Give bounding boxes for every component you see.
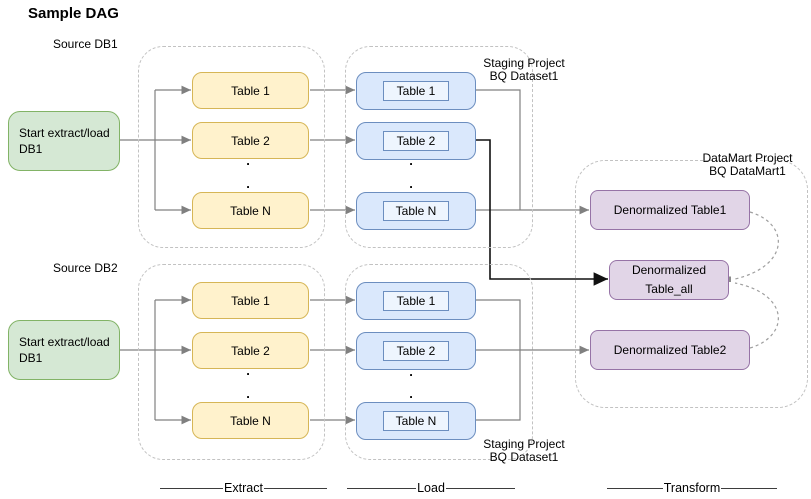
- denormalized-table1-node: Denormalized Table1: [590, 190, 750, 230]
- diagram-title: Sample DAG: [28, 5, 119, 22]
- extract-db2-table-1: Table 1: [192, 282, 309, 319]
- load-db2-table-1: Table 1: [356, 282, 476, 320]
- load-db1-table-1: Table 1: [356, 72, 476, 110]
- table-label: Table 1: [396, 294, 436, 308]
- extract-db2-table-2: Table 2: [192, 332, 309, 369]
- table-label: Table 2: [396, 344, 436, 358]
- stage-label: Transform: [663, 481, 721, 495]
- stage-rule: [160, 487, 224, 489]
- stage-rule: [445, 487, 515, 489]
- start-node-db1: Start extract/load DB1: [8, 111, 120, 171]
- load-db2-table-2: Table 2: [356, 332, 476, 370]
- load-db2-table-n: Table N: [356, 402, 476, 440]
- extract-db2-table-n: Table N: [192, 402, 309, 439]
- stage-label: Extract: [224, 481, 263, 495]
- stage-transform: Transform: [607, 481, 777, 495]
- ellipsis-dot: .: [246, 153, 250, 168]
- staging-label-top: Staging Project BQ Dataset1: [483, 56, 565, 83]
- table-frame: Table 1: [383, 291, 449, 311]
- table-label: Table 1: [396, 84, 436, 98]
- load-db2-group: [345, 264, 533, 460]
- transform-group: [575, 160, 808, 408]
- load-db1-group: [345, 46, 533, 248]
- ellipsis-dot: .: [409, 386, 413, 401]
- table-frame: Table 2: [383, 341, 449, 361]
- table-label: Table 2: [396, 134, 436, 148]
- stage-rule: [263, 487, 327, 489]
- ellipsis-dot: .: [246, 386, 250, 401]
- stage-load: Load: [347, 481, 515, 495]
- stage-rule: [721, 487, 777, 489]
- table-label: Table N: [395, 414, 437, 428]
- denormalized-table-all-node: Denormalized Table_all: [609, 260, 729, 300]
- stage-extract: Extract: [160, 481, 327, 495]
- denormalized-table2-node: Denormalized Table2: [590, 330, 750, 370]
- table-frame: Table 1: [383, 81, 449, 101]
- ellipsis-dot: .: [246, 176, 250, 191]
- table-frame: Table N: [383, 411, 449, 431]
- datamart-label: DataMart Project BQ DataMart1: [702, 151, 793, 178]
- table-label: Table N: [395, 204, 437, 218]
- table-frame: Table 2: [383, 131, 449, 151]
- ellipsis-dot: .: [409, 364, 413, 379]
- extract-db1-table-1: Table 1: [192, 72, 309, 109]
- ellipsis-dot: .: [409, 153, 413, 168]
- stage-label: Load: [417, 481, 445, 495]
- load-db1-table-2: Table 2: [356, 122, 476, 160]
- stage-rule: [347, 487, 417, 489]
- source-db2-label: Source DB2: [53, 261, 118, 275]
- extract-db1-table-n: Table N: [192, 192, 309, 229]
- load-db1-table-n: Table N: [356, 192, 476, 230]
- table-frame: Table N: [383, 201, 449, 221]
- extract-db2-group: [138, 264, 325, 460]
- start-node-db2: Start extract/load DB1: [8, 320, 120, 380]
- extract-db1-group: [138, 46, 325, 248]
- extract-db1-table-2: Table 2: [192, 122, 309, 159]
- ellipsis-dot: .: [409, 176, 413, 191]
- stage-rule: [607, 487, 663, 489]
- source-db1-label: Source DB1: [53, 37, 118, 51]
- ellipsis-dot: .: [246, 363, 250, 378]
- staging-label-bottom: Staging Project BQ Dataset1: [483, 437, 565, 464]
